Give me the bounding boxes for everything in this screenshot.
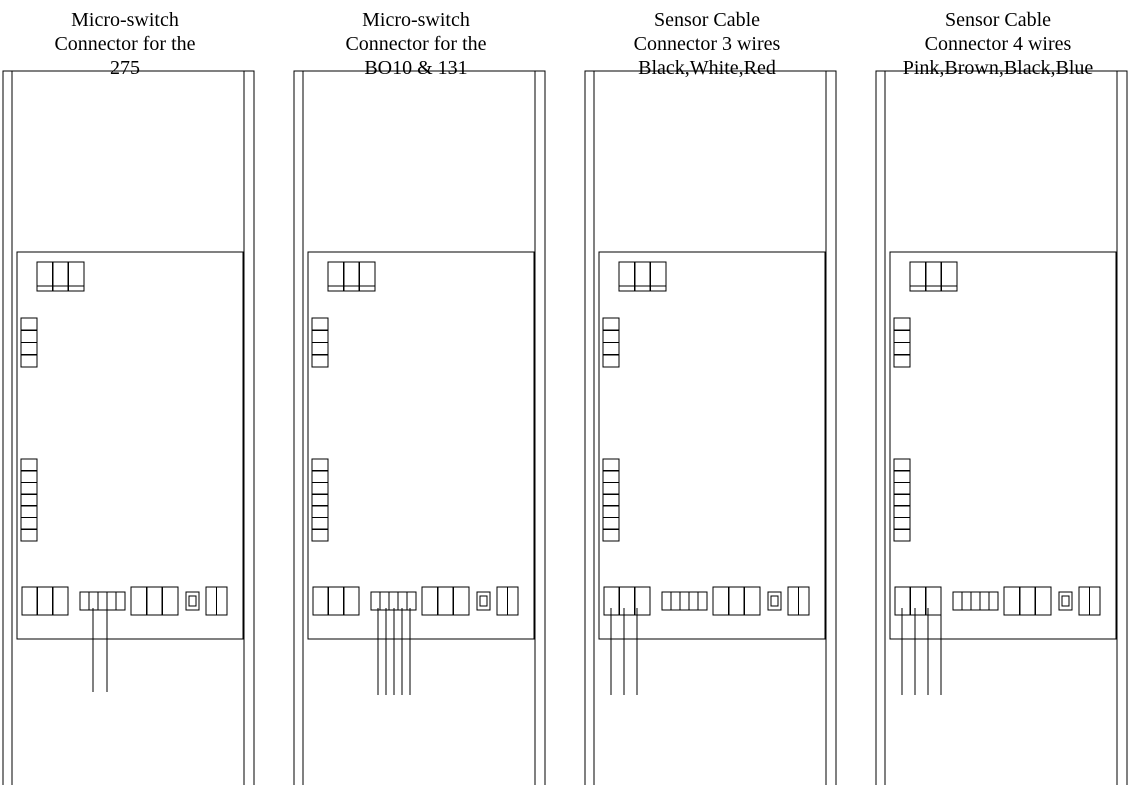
terminal-block-pin — [188, 595, 197, 607]
terminal-block — [1003, 586, 1052, 616]
terminal-block — [1058, 591, 1073, 611]
top-header-connector — [618, 261, 667, 292]
terminal-block-pin — [1061, 595, 1070, 607]
terminal-block — [767, 591, 782, 611]
terminal-block — [476, 591, 491, 611]
top-header-connector — [909, 261, 958, 292]
panel-sensor-4-wires: Sensor Cable Connector 4 wires Pink,Brow… — [873, 0, 1129, 785]
board-drawing — [293, 70, 546, 785]
board-drawing — [2, 70, 255, 785]
terminal-block — [603, 586, 651, 616]
terminal-block — [661, 591, 708, 611]
terminal-block-pin — [770, 595, 779, 607]
terminal-block — [421, 586, 470, 616]
panel-caption: Sensor Cable Connector 4 wires Pink,Brow… — [873, 8, 1123, 80]
side-header-connector — [311, 458, 329, 542]
terminal-block — [894, 586, 942, 616]
board-drawing — [584, 70, 837, 785]
panel-microswitch-bo10-131: Micro-switch Connector for the BO10 & 13… — [291, 0, 571, 785]
caption-line: Connector 3 wires — [633, 33, 781, 55]
side-header-connector — [602, 458, 620, 542]
panel-sensor-3-wires: Sensor Cable Connector 3 wires Black,Whi… — [582, 0, 862, 785]
enclosure-outline — [293, 70, 546, 785]
panel-caption: Sensor Cable Connector 3 wires Black,Whi… — [582, 8, 832, 80]
circuit-board — [16, 251, 244, 640]
terminal-block — [185, 591, 200, 611]
terminal-block — [79, 591, 126, 611]
enclosure-outline — [875, 70, 1128, 785]
caption-line: Sensor Cable — [653, 9, 761, 31]
terminal-block — [712, 586, 761, 616]
top-header-connector — [36, 261, 85, 292]
circuit-board — [889, 251, 1117, 640]
enclosure-outline — [2, 70, 255, 785]
caption-line: Sensor Cable — [944, 9, 1052, 31]
terminal-block-pin — [479, 595, 488, 607]
caption-line: Black,White,Red — [638, 57, 776, 79]
top-header-connector — [327, 261, 376, 292]
circuit-board — [598, 251, 826, 640]
caption-line: Connector for the — [345, 33, 487, 55]
terminal-block — [370, 591, 417, 611]
terminal-block — [312, 586, 360, 616]
panel-caption: Micro-switch Connector for the 275 — [0, 8, 250, 80]
caption-line: 275 — [110, 57, 140, 79]
circuit-board — [307, 251, 535, 640]
terminal-block — [130, 586, 179, 616]
terminal-block — [21, 586, 69, 616]
enclosure-outline — [584, 70, 837, 785]
panel-caption: Micro-switch Connector for the BO10 & 13… — [291, 8, 541, 80]
caption-line: Pink,Brown,Black,Blue — [902, 57, 1094, 79]
caption-line: Connector for the — [54, 33, 196, 55]
panel-microswitch-275: Micro-switch Connector for the 275 — [0, 0, 280, 785]
caption-line: Micro-switch — [71, 9, 179, 31]
side-header-connector — [893, 458, 911, 542]
caption-line: Micro-switch — [362, 9, 470, 31]
caption-line: Connector 4 wires — [924, 33, 1072, 55]
board-drawing — [875, 70, 1128, 785]
terminal-block — [952, 591, 999, 611]
side-header-connector — [20, 458, 38, 542]
caption-line: BO10 & 131 — [364, 57, 468, 79]
